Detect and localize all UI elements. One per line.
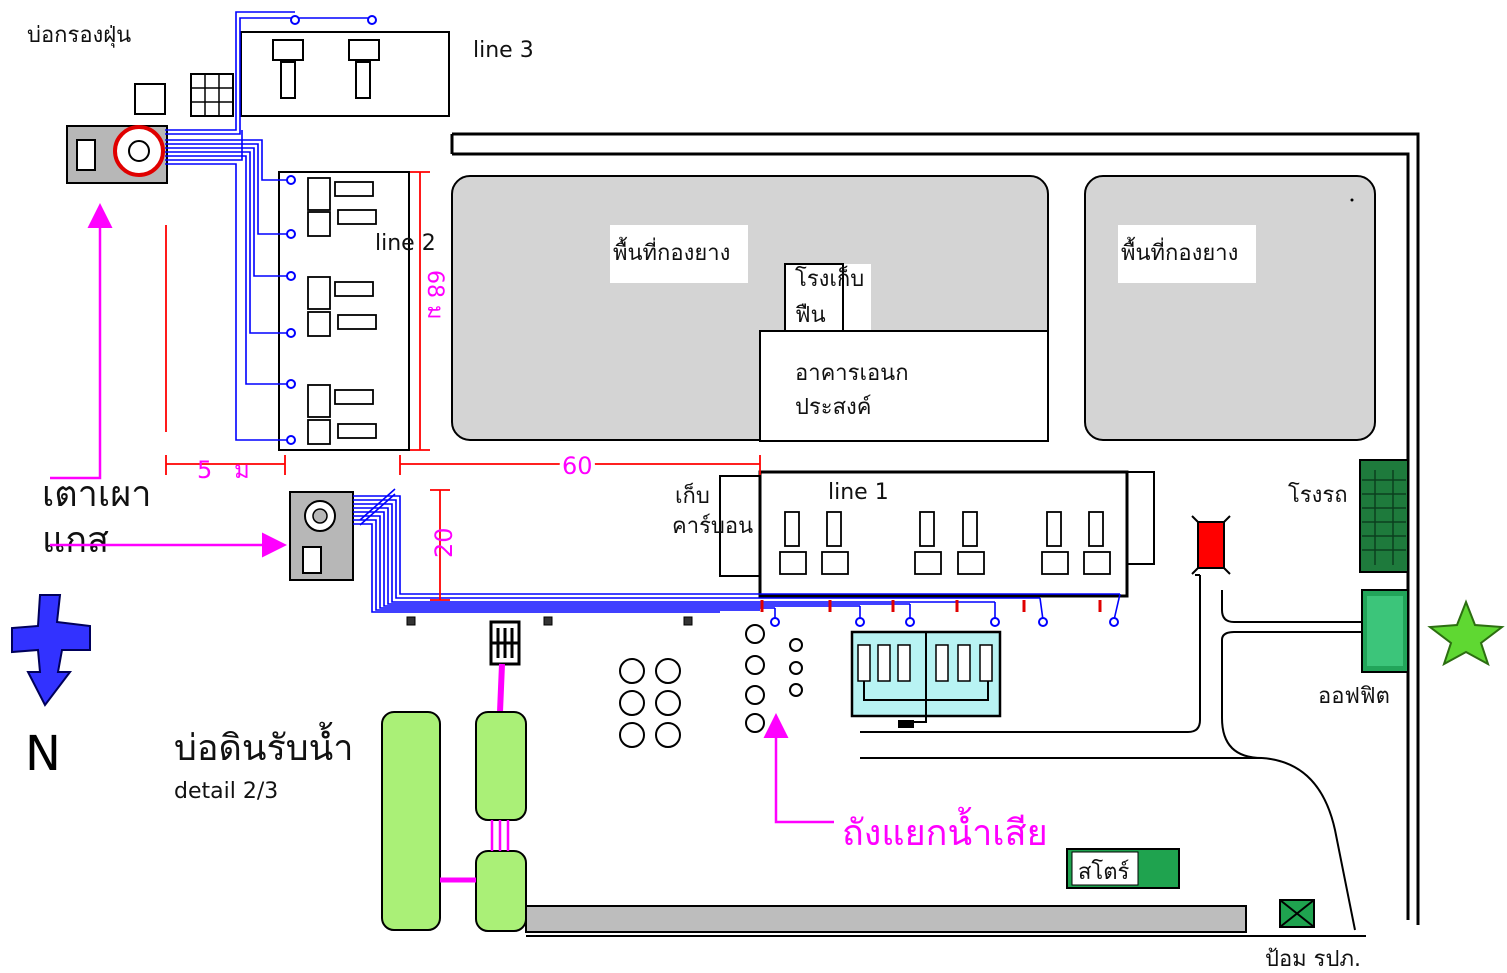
dust-pond-label: บ่อกรองฝุ่น [27,23,131,48]
office-building [1361,589,1409,673]
pipe-supports [406,616,693,626]
multipurpose-label-2: ประสงค์ [795,395,871,420]
wastewater-label: ถังแยกน้ำเสีย [842,806,1048,854]
store-label: สโตร์ [1078,859,1130,885]
firewood-label-1: โรงเก็บ [795,264,864,292]
round-tanks [619,624,803,748]
rubber-area-2 [1084,175,1376,441]
line3-label: line 3 [473,38,534,63]
guard-label: ป้อม รปภ. [1265,947,1361,972]
rubber-area-1-label: พื้นที่กองยาง [613,237,730,266]
line1-label: line 1 [828,480,889,505]
pipe-valves [286,15,1119,627]
garage-label: โรงรถ [1288,482,1348,508]
office-label: ออฟฟิต [1318,684,1390,709]
line2-building [278,171,410,451]
road-lines [860,574,1362,931]
pump-unit [489,620,521,713]
wastewater-tank [850,630,1002,728]
store-building [1066,848,1180,889]
firewood-shed [784,263,871,343]
annotation-arrows [50,203,834,824]
firewood-label-2: ฟืน [795,303,826,328]
dim-20: 20 [430,527,458,558]
soil-pond-label: บ่อดินรับน้ำ [174,721,353,769]
north-label: N [25,726,61,782]
line3-building [240,31,450,117]
rubber-area-2-label: พื้นที่กองยาง [1121,237,1238,266]
multipurpose-label-1: อาคารเอนก [795,361,909,386]
line2-label: line 2 [375,231,436,256]
soil-ponds [381,711,1366,937]
garage-building [1359,459,1409,573]
gate-unit [1191,515,1231,575]
multipurpose-building [759,330,1049,442]
dim-5-unit: ม [234,456,250,484]
red-valves [760,600,1102,612]
pipe-network [165,11,1121,621]
kiln-label-2: แกส [42,520,109,561]
dim-5: 5 [197,456,212,484]
carbon-label-1: เก็บ [675,481,710,509]
detail-label: detail 2/3 [174,779,278,804]
dim-60: 60 [562,452,593,480]
dim-68: 68 ม [422,270,447,320]
guard-house [1279,899,1315,928]
star-icon [1427,599,1505,667]
dust-pond [66,73,234,184]
carbon-label-2: คาร์บอน [672,514,753,539]
kiln-label-1: เตาเผา [42,474,152,515]
dimension-lines [165,171,761,601]
gas-kiln [289,491,354,581]
north-arrow-icon [11,594,91,707]
line1-building [719,470,1155,598]
